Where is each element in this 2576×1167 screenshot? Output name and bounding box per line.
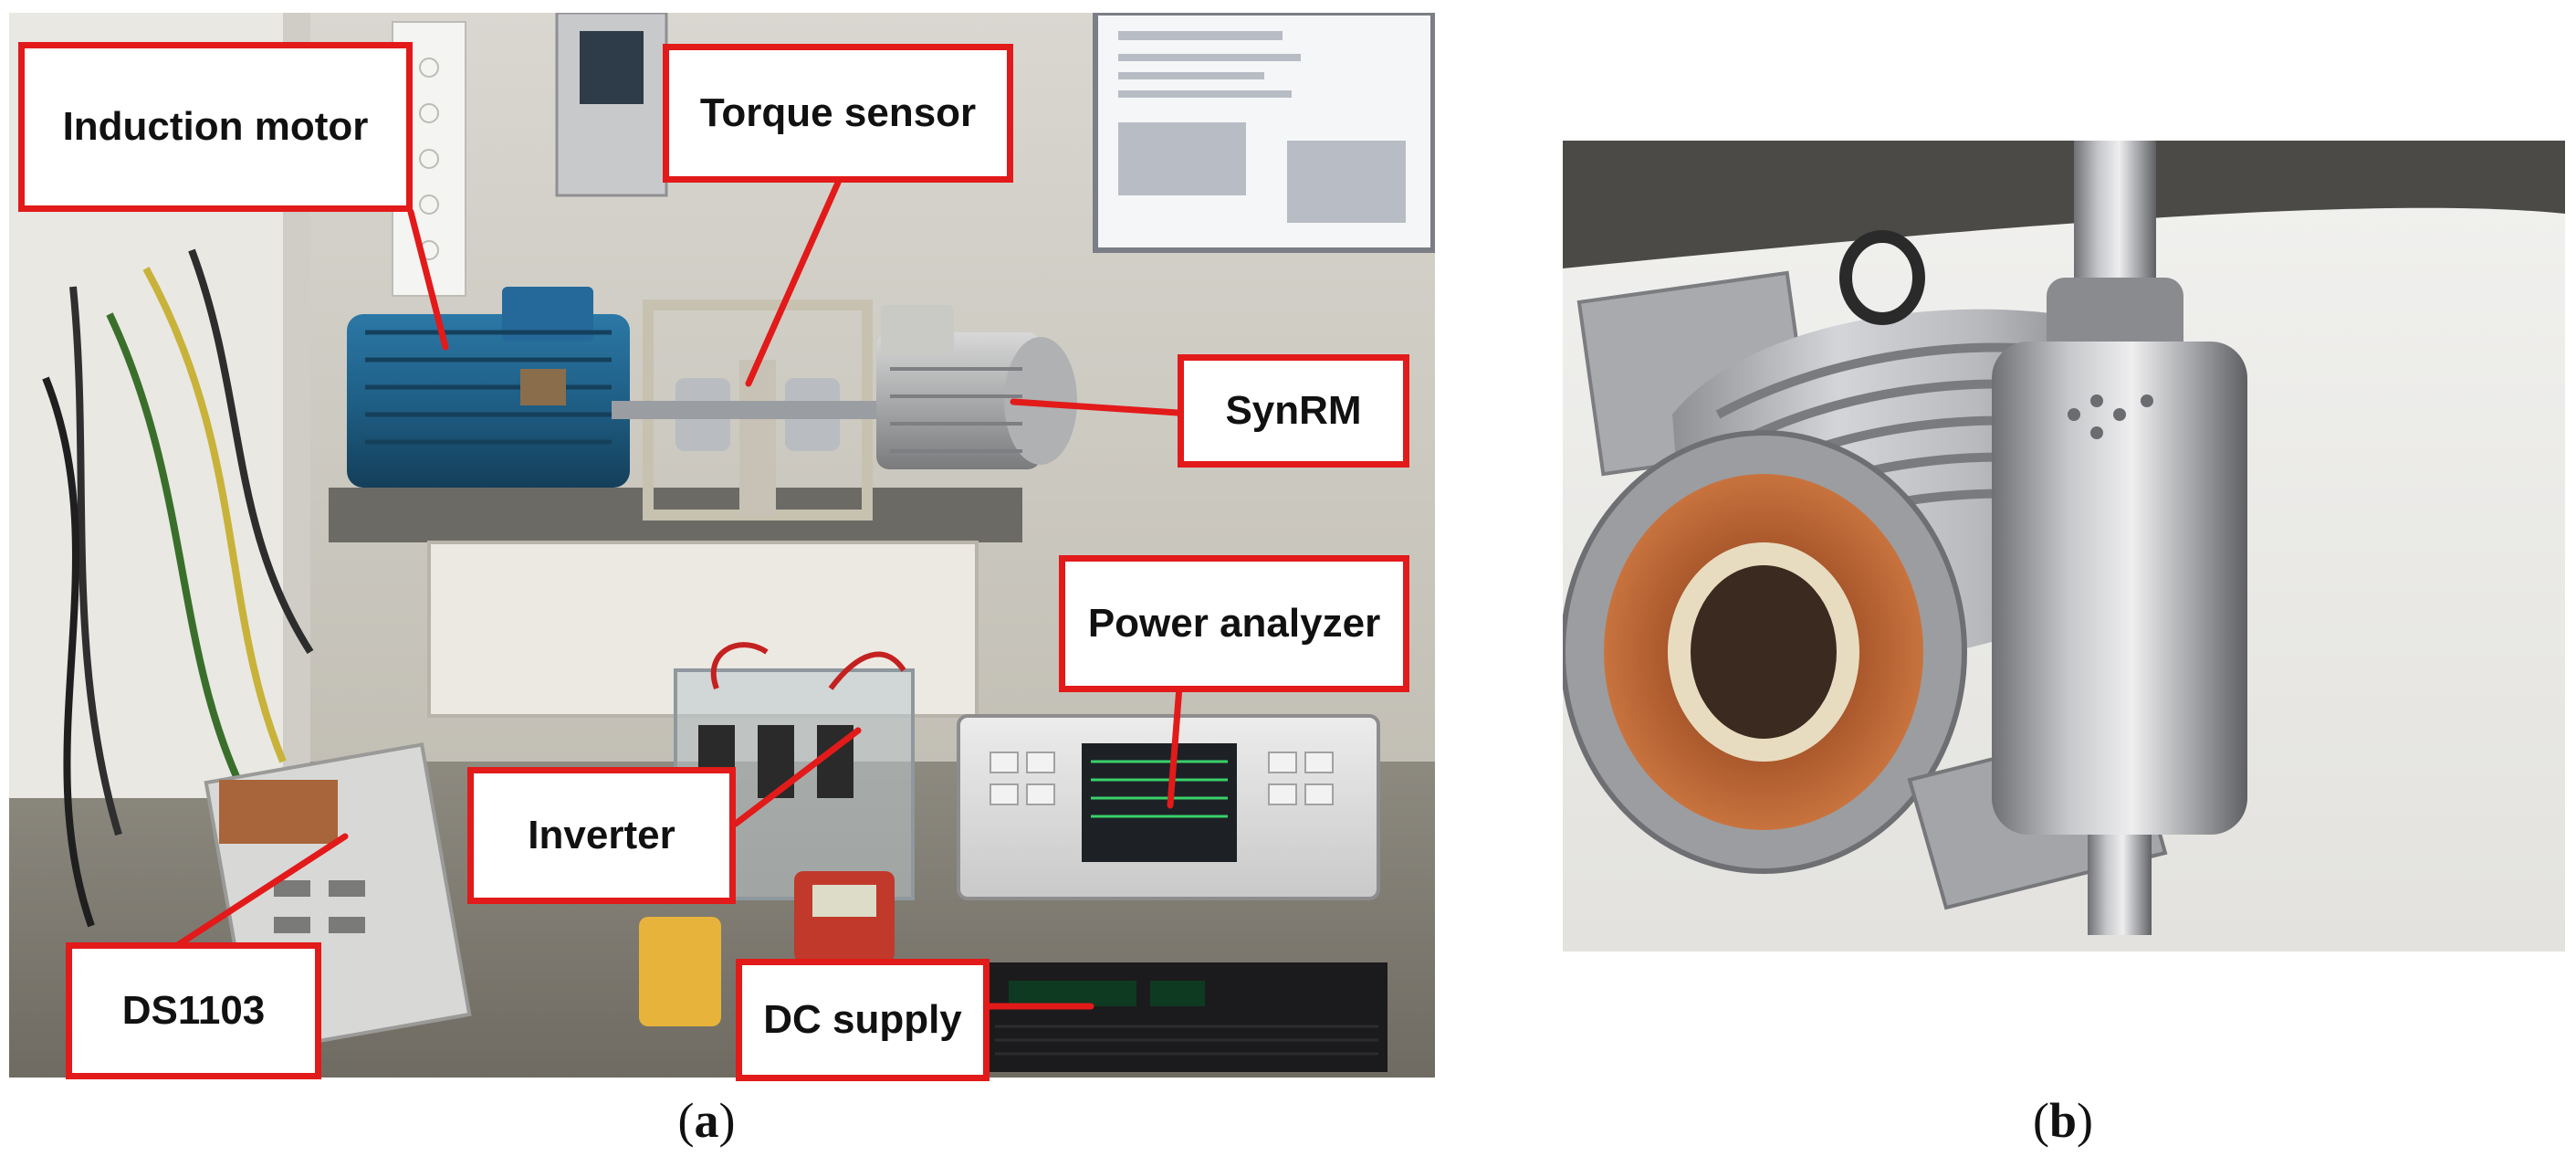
panel-label-b: (b) [2032, 1093, 2093, 1148]
callout-ds1103: DS1103 [66, 942, 321, 1079]
dc-supply-device [986, 962, 1387, 1072]
callout-power-analyzer: Power analyzer [1059, 555, 1409, 692]
panel-letter-a: a [694, 1093, 719, 1148]
rotor [1992, 141, 2247, 935]
lab-background [1563, 141, 2565, 268]
multimeter-yellow [639, 917, 721, 1026]
motor-parts-photo [1563, 141, 2565, 951]
panel-label-a: (a) [677, 1093, 736, 1148]
induction-motor-body [347, 287, 630, 488]
callout-torque-sensor: Torque sensor [663, 44, 1013, 183]
panel-letter-b: b [2048, 1093, 2078, 1148]
callout-dc-supply: DC supply [736, 959, 990, 1081]
callout-inverter: Inverter [467, 767, 736, 904]
motor-parts-illustration [1563, 141, 2565, 951]
callout-induction-motor: Induction motor [18, 42, 413, 212]
power-analyzer-device [957, 714, 1380, 900]
cables [42, 248, 314, 928]
callout-synrm: SynRM [1178, 354, 1409, 468]
